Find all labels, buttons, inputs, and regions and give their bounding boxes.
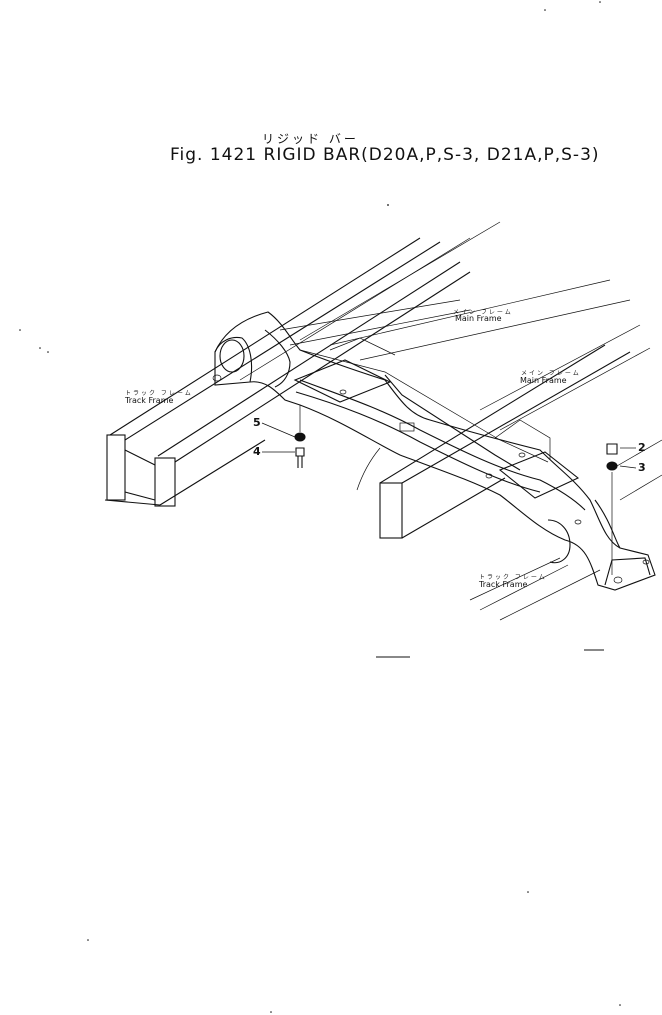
callout-leaders — [261, 422, 637, 491]
callout-4: 4 — [253, 445, 261, 458]
lower-main-frame — [379, 324, 651, 539]
track-frame-left-label-jp: トラック フレーム — [125, 390, 193, 397]
mounting-plates — [293, 337, 580, 499]
main-frame-upper-label: Main Frame — [455, 314, 502, 323]
main-frame-lower-label: Main Frame — [520, 376, 567, 385]
bolts-washers — [294, 405, 618, 575]
callout-3: 3 — [638, 461, 646, 474]
main-frame-upper-label-jp: メイン フレーム — [453, 309, 513, 316]
rigid-bar — [212, 311, 656, 591]
figure-title: Fig. 1421 RIGID BAR(D20A,P,S-3, D21A,P,S… — [170, 145, 600, 165]
main-frame-lower-label-jp: メイン フレーム — [521, 370, 581, 377]
figure-kana-title: リジッド バー — [262, 132, 359, 146]
scan-marks — [19, 1, 621, 1013]
left-track-frame — [104, 221, 501, 507]
right-track-frame — [469, 439, 662, 621]
callout-5: 5 — [253, 416, 261, 429]
upper-main-frame — [279, 279, 631, 361]
track-frame-right-label: Track Frame — [479, 580, 528, 589]
callout-2: 2 — [638, 441, 646, 454]
track-frame-right-label-jp: トラック フレーム — [479, 574, 547, 581]
track-frame-left-label: Track Frame — [125, 396, 174, 405]
